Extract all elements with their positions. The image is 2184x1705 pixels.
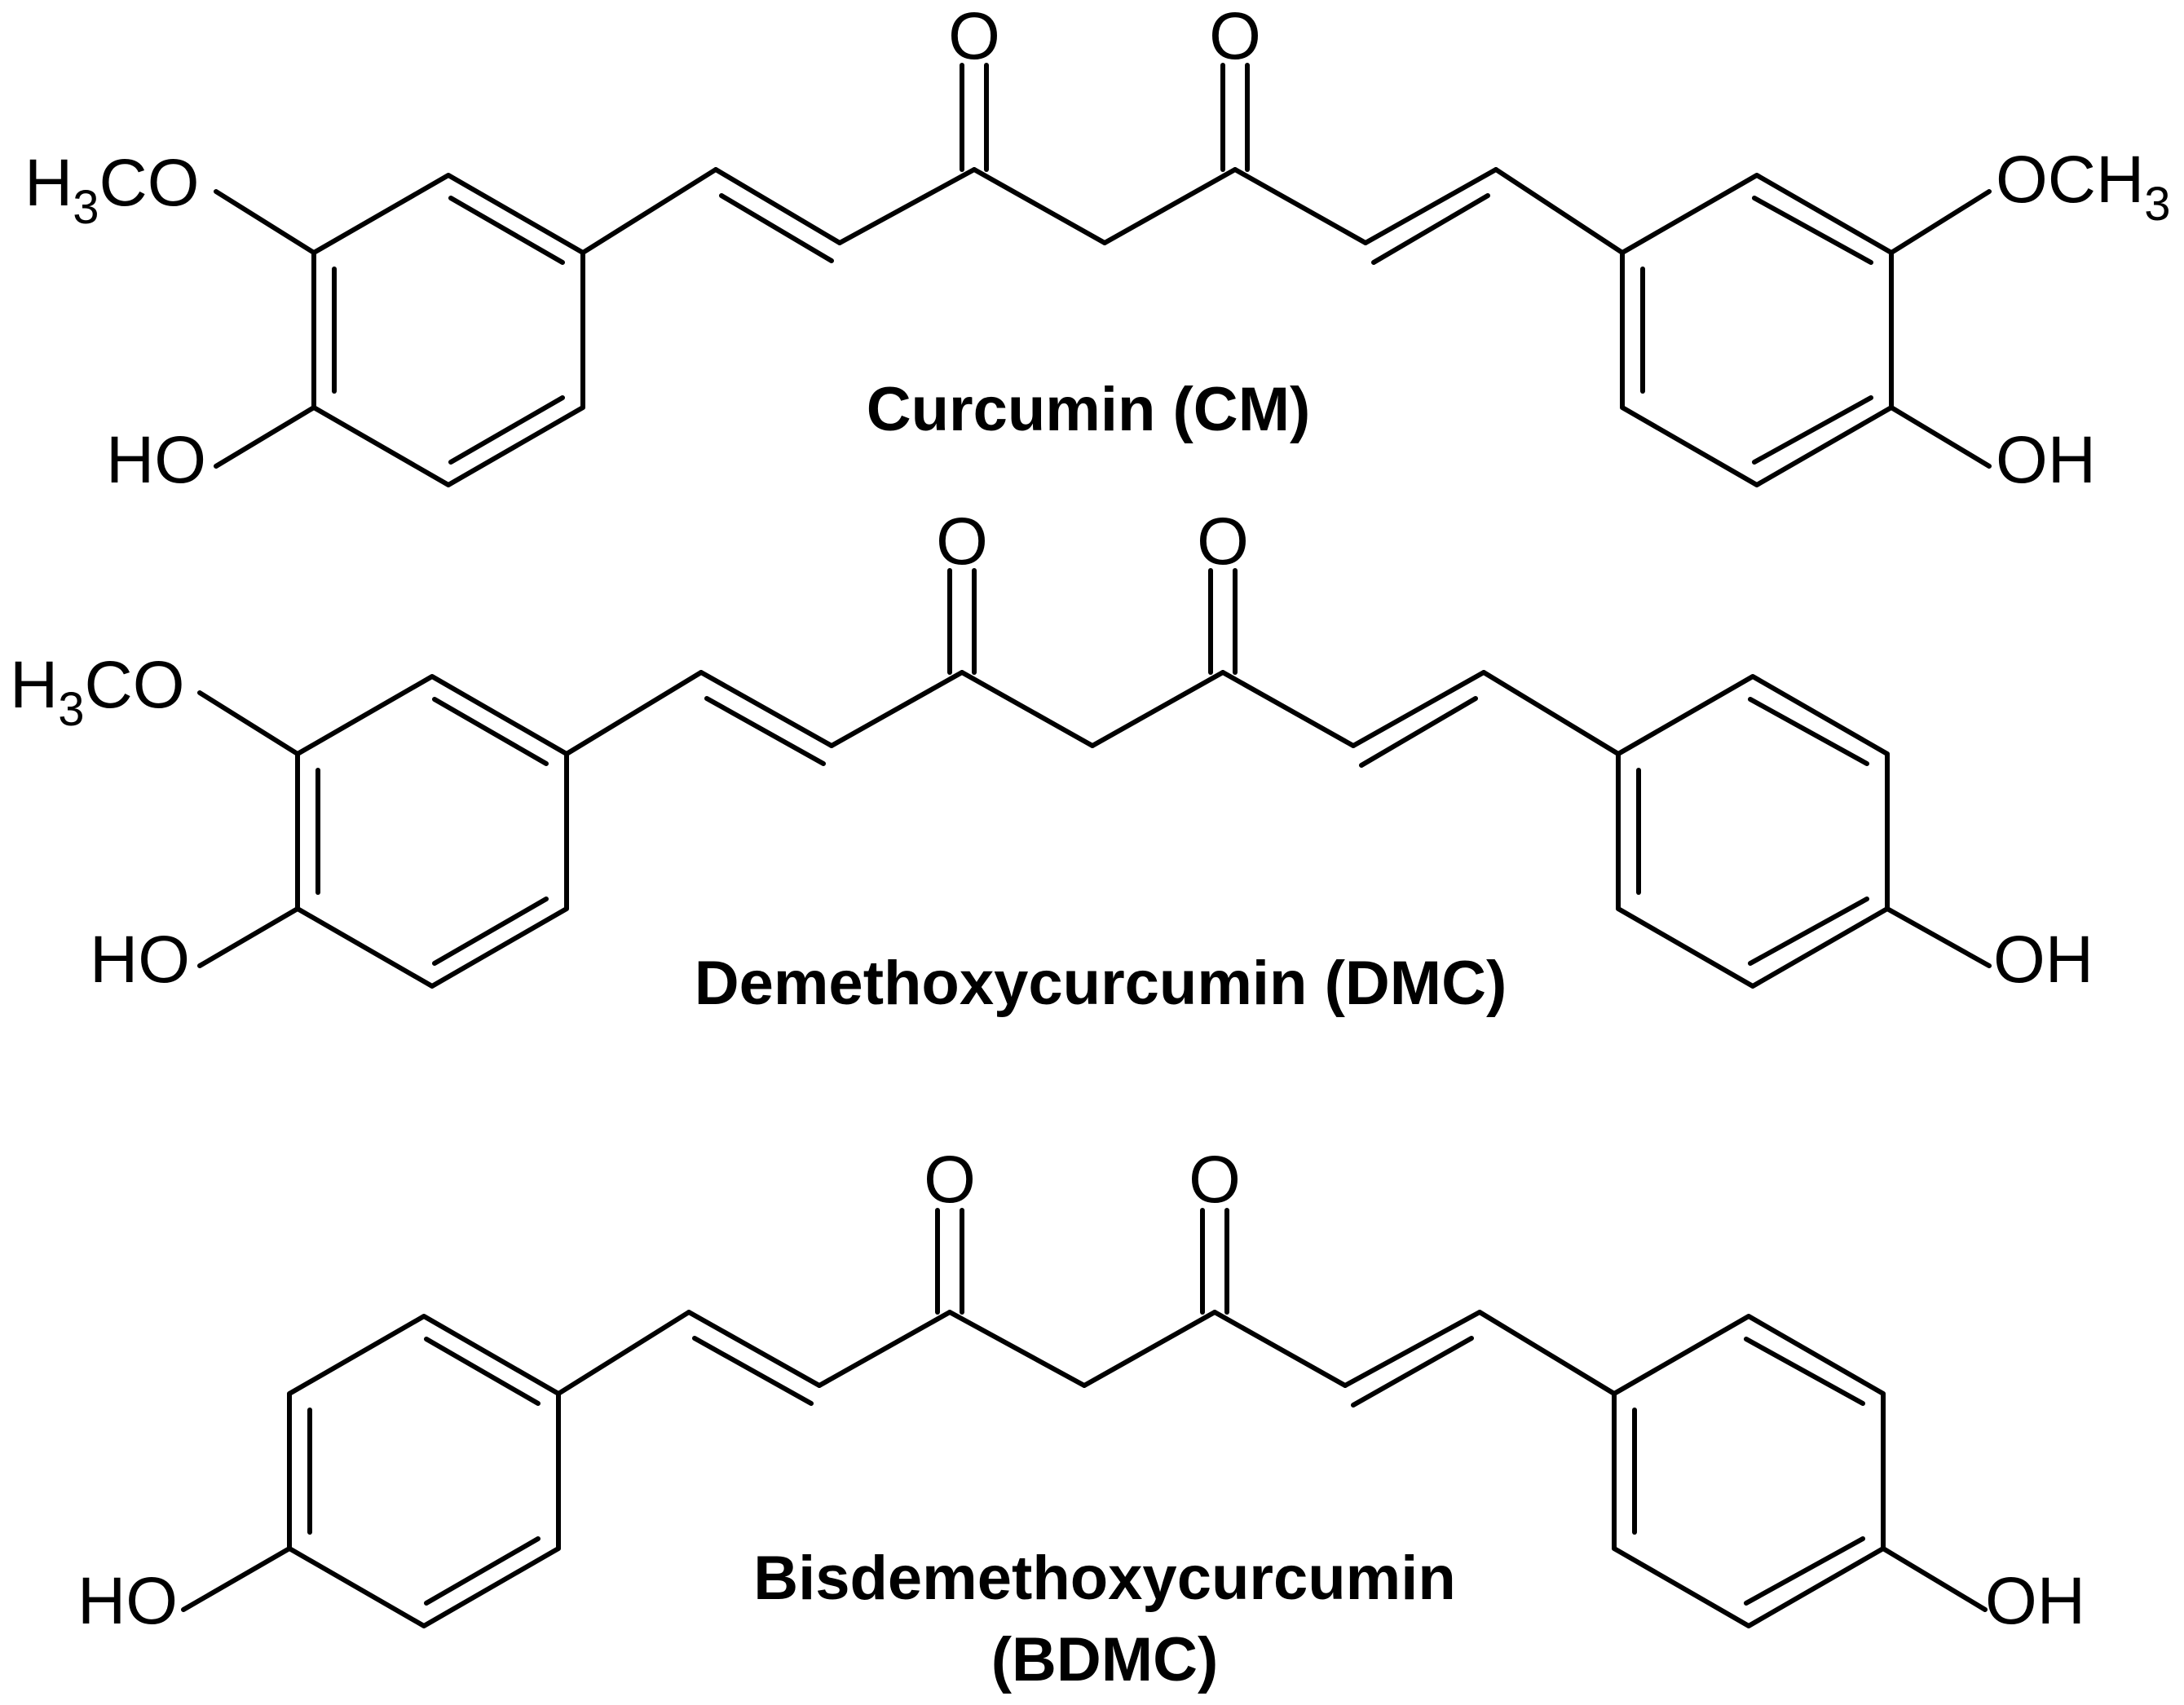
curcumin-atom-labels: O O H3CO HO OCH3 OH	[24, 0, 2170, 497]
bisdemethoxycurcumin-atom-labels: O O HO OH	[77, 1143, 2085, 1638]
bisdemethoxycurcumin-name-line1: Bisdemethoxycurcumin	[753, 1544, 1456, 1613]
demethoxycurcumin-hydroxyl-right: OH	[1993, 923, 2094, 997]
demethoxycurcumin-hydroxyl-left: HO	[90, 923, 190, 997]
demethoxycurcumin-oxygen-1: O	[936, 504, 988, 579]
curcumin-hydroxyl-right: OH	[1996, 423, 2096, 497]
bisdemethoxycurcumin-hydroxyl-right: OH	[1985, 1564, 2085, 1638]
demethoxycurcumin-methoxy-left: H3CO	[10, 648, 184, 736]
bisdemethoxycurcumin-hydroxyl-left: HO	[77, 1564, 178, 1638]
bisdemethoxycurcumin-oxygen-1: O	[924, 1143, 976, 1217]
curcumin-methoxy-right: OCH3	[1996, 143, 2170, 231]
demethoxycurcumin-atom-labels: O O H3CO HO OH	[10, 504, 2094, 997]
curcumin-bonds	[214, 63, 1992, 487]
curcumin-oxygen-1: O	[948, 0, 1000, 73]
molecule-demethoxycurcumin: O O H3CO HO OH Demethoxycurcumin (DMC)	[10, 504, 2094, 1018]
demethoxycurcumin-oxygen-2: O	[1197, 504, 1249, 579]
curcumin-hydroxyl-left: HO	[106, 423, 206, 497]
molecule-curcumin: O O H3CO HO OCH3 OH Curcumin (CM)	[24, 0, 2170, 497]
demethoxycurcumin-name: Demethoxycurcumin (DMC)	[695, 949, 1507, 1018]
molecule-bisdemethoxycurcumin: O O HO OH Bisdemethoxycurcumin (BDMC)	[77, 1143, 2085, 1694]
bisdemethoxycurcumin-bonds	[181, 1208, 1988, 1628]
demethoxycurcumin-bonds	[197, 568, 1992, 989]
curcumin-methoxy-left: H3CO	[24, 146, 199, 234]
bisdemethoxycurcumin-oxygen-2: O	[1189, 1143, 1241, 1217]
curcumin-name: Curcumin (CM)	[867, 375, 1311, 444]
bisdemethoxycurcumin-name-line2: (BDMC)	[991, 1625, 1219, 1694]
curcumin-oxygen-2: O	[1209, 0, 1261, 73]
